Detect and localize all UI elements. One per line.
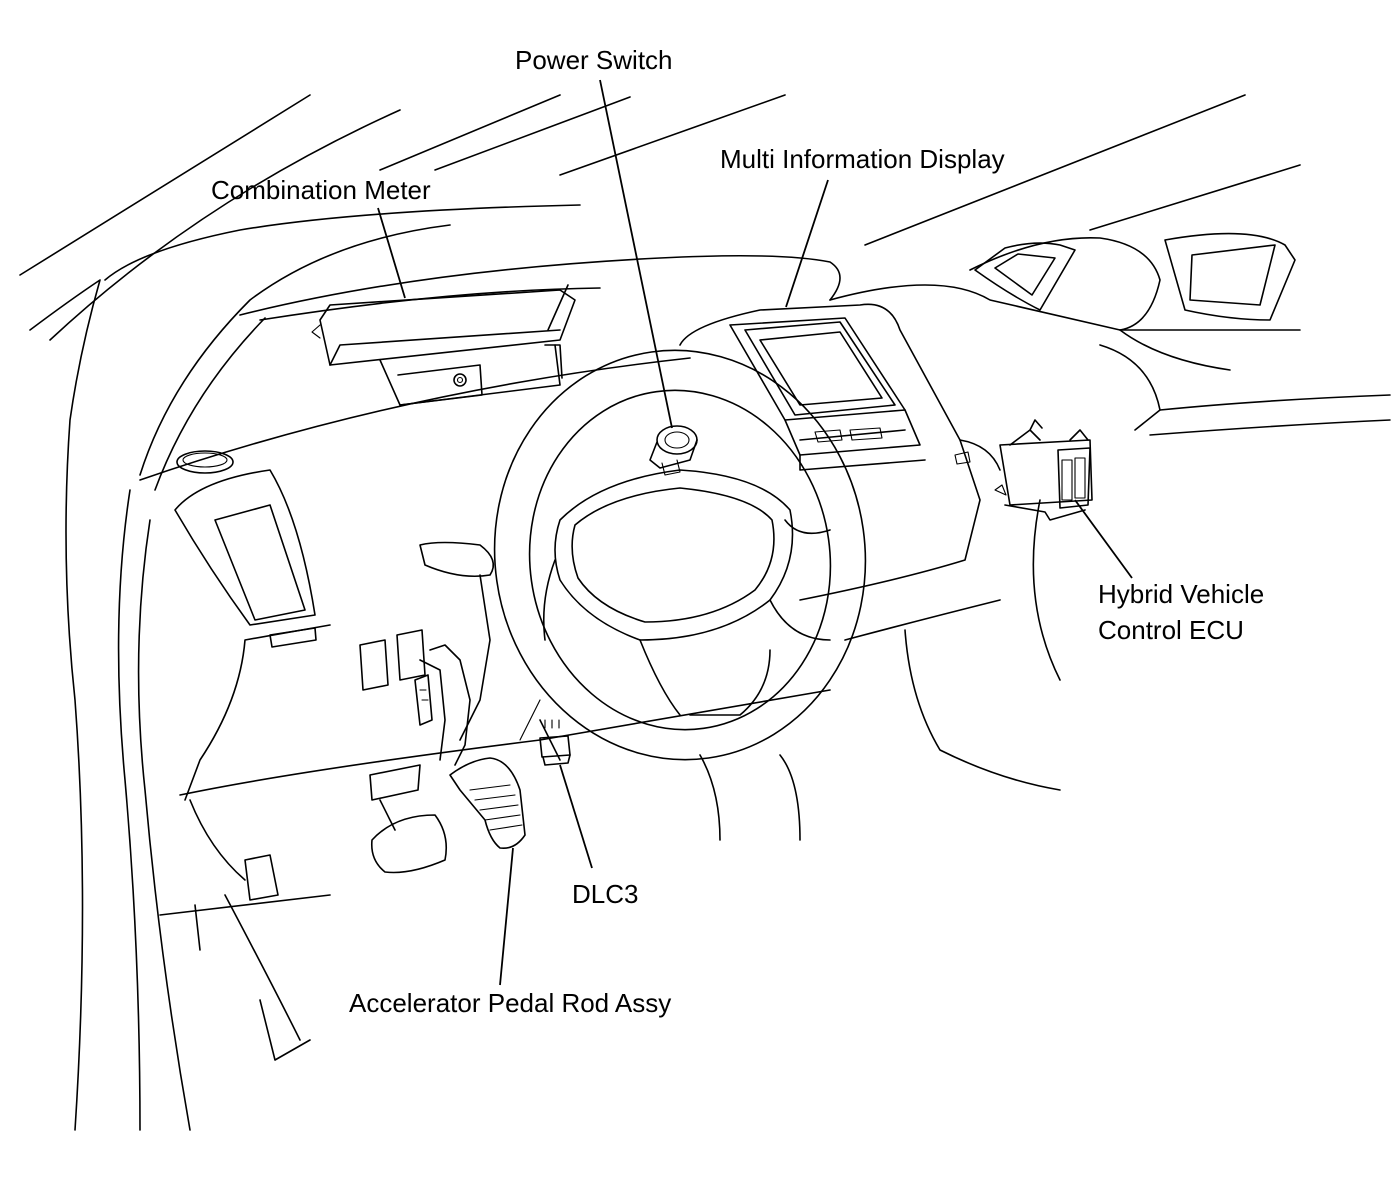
label-hybrid-ecu-line1: Hybrid Vehicle [1098,579,1265,609]
leader-dlc3 [559,764,593,869]
leader-lines [377,79,1133,986]
dashboard-top [139,236,1391,481]
dlc3-drawing [519,699,571,766]
mfd-drawing [679,303,1001,601]
power-switch-drawing [649,425,698,476]
windshield-lines [19,94,1301,341]
leader-power-switch [599,79,673,429]
label-hybrid-ecu-line2: Control ECU [1098,615,1244,645]
label-power-switch: Power Switch [515,45,673,75]
label-accelerator-pedal: Accelerator Pedal Rod Assy [349,988,672,1018]
label-multi-information-display: Multi Information Display [720,144,1005,174]
leader-hybrid-ecu [1074,499,1133,579]
label-dlc3: DLC3 [572,879,639,909]
leader-mfd [785,179,829,308]
right-vent [974,232,1296,321]
steering-wheel-drawing [493,349,867,841]
accelerator-pedal-drawing [414,541,526,850]
leader-combination-meter [377,207,406,299]
hybrid-ecu-drawing [994,419,1093,521]
a-pillar [29,204,581,1131]
leader-accelerator [499,847,514,986]
combination-meter-drawing [311,284,576,406]
label-combination-meter: Combination Meter [211,175,431,205]
left-vent [174,450,426,691]
lower-dash [159,499,1061,1061]
